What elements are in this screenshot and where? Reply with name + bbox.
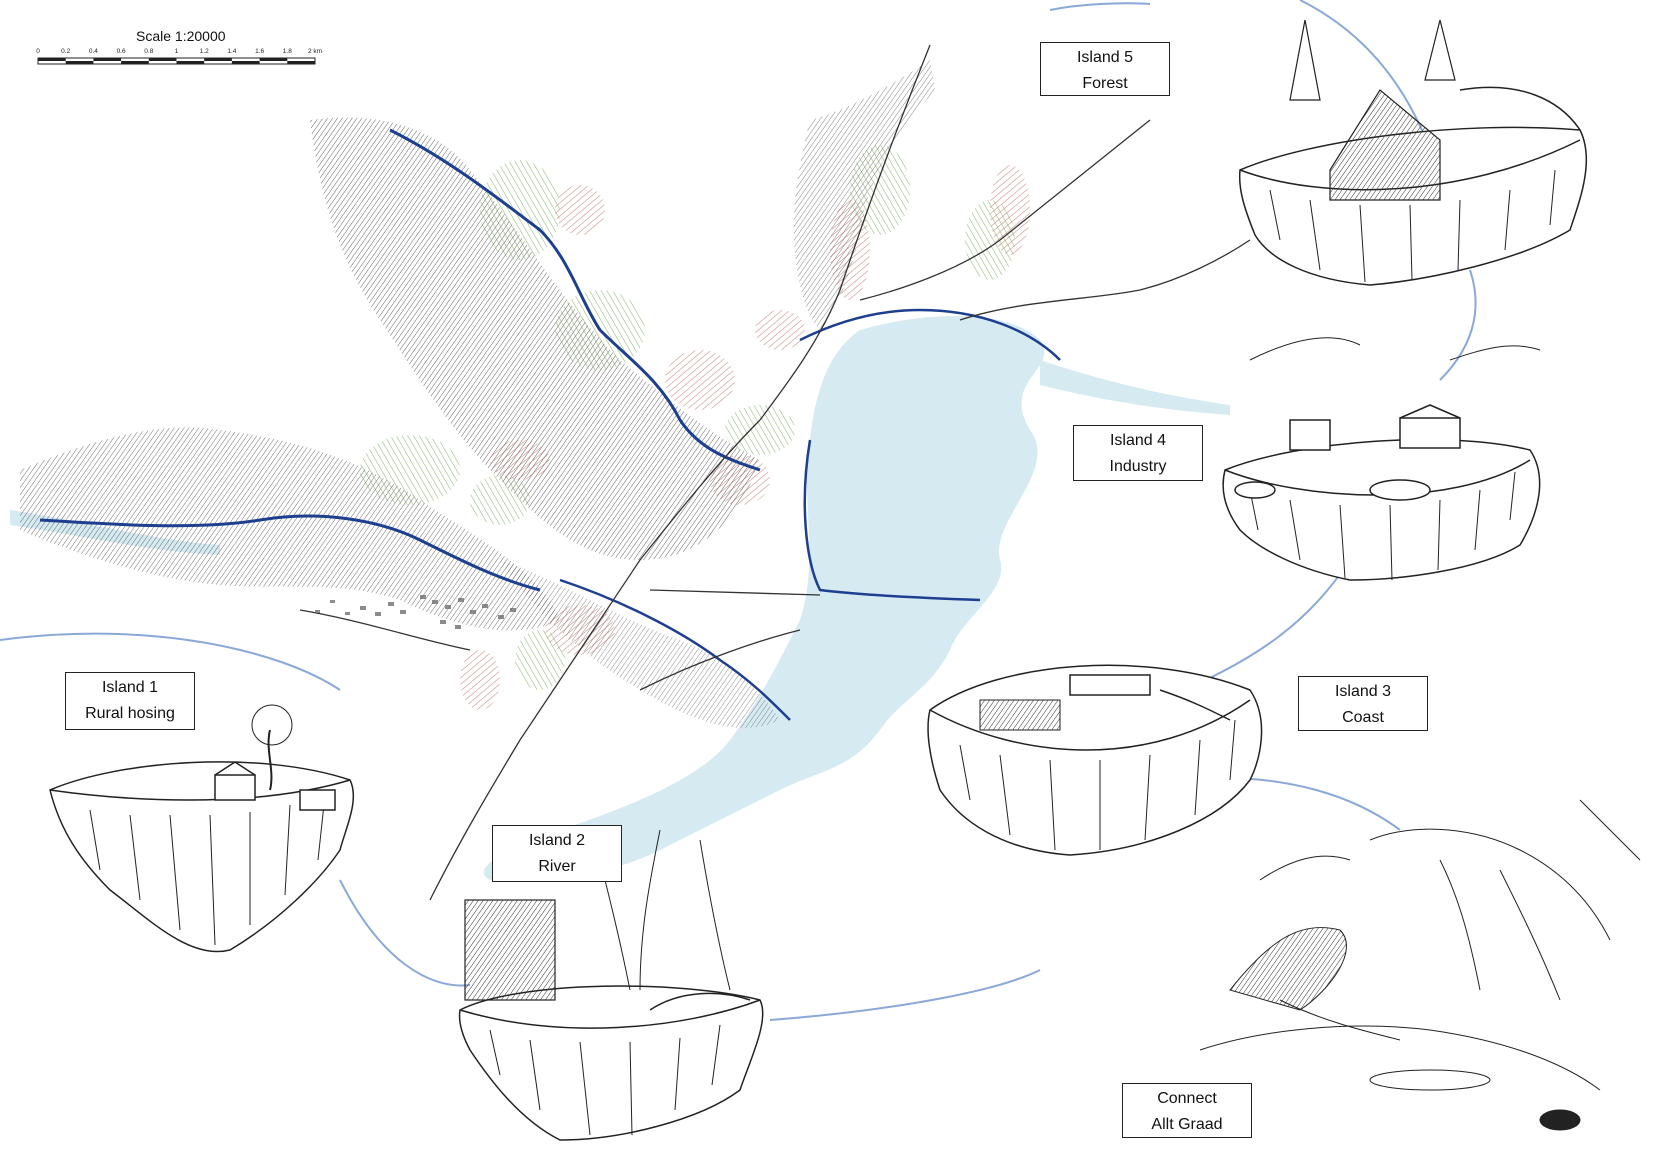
- island-5-drawing: [1238, 19, 1588, 286]
- island-1-drawing: [49, 704, 355, 953]
- terrain-map: [10, 44, 1251, 901]
- scale-tick-5: 1: [174, 48, 179, 55]
- connect-label: Connect Allt Graad: [1122, 1083, 1252, 1138]
- island-4-title: Island 4: [1109, 432, 1167, 449]
- island-4-drawing: [1222, 337, 1541, 581]
- island-5-label: Island 5 Forest: [1040, 42, 1170, 96]
- connect-title: Connect: [1157, 1090, 1217, 1107]
- island-3-drawing: [927, 664, 1263, 856]
- island-5-subtitle: Forest: [1082, 75, 1128, 92]
- scale-tick-3: 0.6: [116, 48, 126, 55]
- scale-tick-10: 2 km: [307, 48, 323, 55]
- island-1-title: Island 1: [101, 679, 159, 696]
- scale-tick-9: 1.8: [282, 48, 292, 55]
- island-1-label: Island 1 Rural hosing: [65, 672, 195, 730]
- island-1-subtitle: Rural hosing: [85, 705, 175, 722]
- scale-tick-8: 1.6: [255, 48, 265, 55]
- island-4-label: Island 4 Industry: [1073, 425, 1203, 481]
- scale-title: Scale 1:20000: [136, 28, 226, 44]
- scale-tick-7: 1.4: [227, 48, 237, 55]
- scale-tick-0: 0: [36, 48, 40, 55]
- scale-tick-6: 1.2: [199, 48, 209, 55]
- scale-tick-1: 0.2: [61, 48, 71, 55]
- connect-subtitle: Allt Graad: [1151, 1116, 1223, 1133]
- island-2-subtitle: River: [538, 858, 576, 875]
- river-line: [389, 128, 761, 472]
- island-3-subtitle: Coast: [1342, 709, 1384, 726]
- island-4-subtitle: Industry: [1109, 458, 1167, 475]
- island-3-label: Island 3 Coast: [1298, 676, 1428, 731]
- scale-tick-2: 0.4: [88, 48, 98, 55]
- island-2-title: Island 2: [528, 832, 586, 849]
- loch-water: [483, 316, 1045, 880]
- scale-tick-4: 0.8: [144, 48, 154, 55]
- island-2-label: Island 2 River: [492, 825, 622, 882]
- connect-drawing: [1199, 799, 1641, 1131]
- island-3-title: Island 3: [1334, 683, 1392, 700]
- island-5-title: Island 5: [1076, 49, 1134, 66]
- scale-bar: [37, 57, 316, 65]
